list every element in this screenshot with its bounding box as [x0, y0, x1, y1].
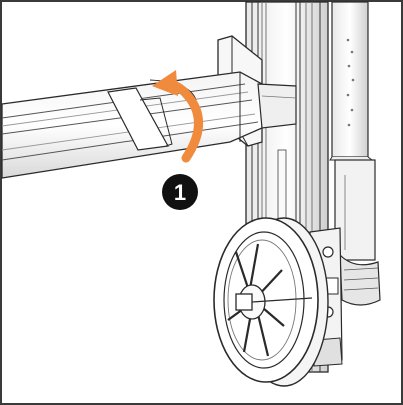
vertical-column	[329, 1, 381, 306]
step-badge: 1	[162, 174, 198, 210]
step-number: 1	[174, 180, 186, 205]
wheel-icon	[213, 217, 329, 387]
curved-arrow-icon	[152, 70, 203, 163]
